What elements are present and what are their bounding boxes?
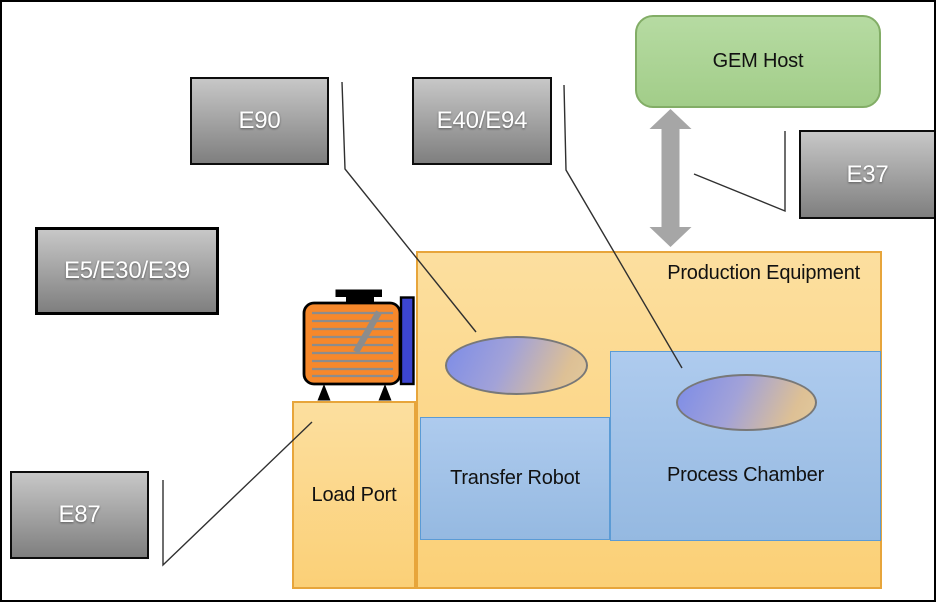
- e5-e30-e39-label: E5/E30/E39: [63, 257, 191, 284]
- callout-line-e37: [693, 131, 786, 213]
- standard-box-e5-e30-e39: E5/E30/E39: [35, 227, 219, 315]
- gem-host-box: GEM Host: [635, 15, 881, 108]
- load-port-box: Load Port: [292, 401, 416, 589]
- standard-box-e87: E87: [10, 471, 149, 559]
- process-chamber-box: Process Chamber: [610, 351, 881, 541]
- wafer-ellipse-icon: [676, 374, 817, 431]
- transfer-robot-box: Transfer Robot: [420, 417, 610, 540]
- wafer-ellipse-icon: [445, 336, 588, 395]
- standard-box-e90: E90: [190, 77, 329, 165]
- transfer-robot-label: Transfer Robot: [450, 467, 580, 489]
- load-port-label: Load Port: [311, 483, 397, 506]
- foup-carrier-icon: [302, 289, 415, 401]
- standard-box-e40-e94: E40/E94: [412, 77, 552, 165]
- e40-e94-label: E40/E94: [436, 107, 528, 134]
- callout-line-e87: [162, 421, 313, 567]
- e87-label: E87: [58, 501, 101, 528]
- e90-label: E90: [238, 107, 281, 134]
- process-chamber-label: Process Chamber: [666, 464, 825, 486]
- standard-box-e37: E37: [799, 130, 934, 219]
- e37-label: E37: [846, 160, 889, 188]
- double-headed-arrow-icon: [649, 109, 692, 247]
- production-equipment-label: Production Equipment: [667, 262, 860, 284]
- gem-host-label: GEM Host: [712, 50, 804, 72]
